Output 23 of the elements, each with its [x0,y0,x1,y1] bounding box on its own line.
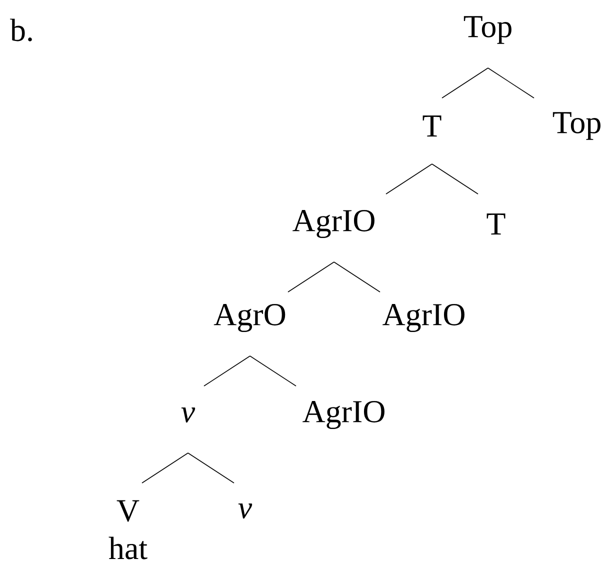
example-label: b. [10,18,32,42]
tree-branch [488,68,534,98]
tree-branch [442,68,488,98]
tree-label: AgrO [214,304,286,332]
tree-branch [334,262,380,292]
tree-branch [188,452,234,484]
tree-branch [250,356,296,386]
tree-label: T [422,116,442,136]
tree-label: AgrIO [382,304,464,332]
tree-branch [142,452,188,484]
tree-label: v [181,408,196,422]
tree-label: AgrIO [302,400,384,430]
tree-branch [288,262,334,292]
tree-label: Top [464,16,512,44]
tree-label: V [116,500,140,522]
tree-branch [386,164,432,194]
tree-branch [204,356,250,386]
tree-label: AgrIO [292,210,374,238]
tree-label: Top [552,112,600,140]
tree-branch [432,164,478,194]
word-label: hat [108,536,148,560]
tree-label: v [238,504,252,518]
tree-label: T [486,214,506,234]
